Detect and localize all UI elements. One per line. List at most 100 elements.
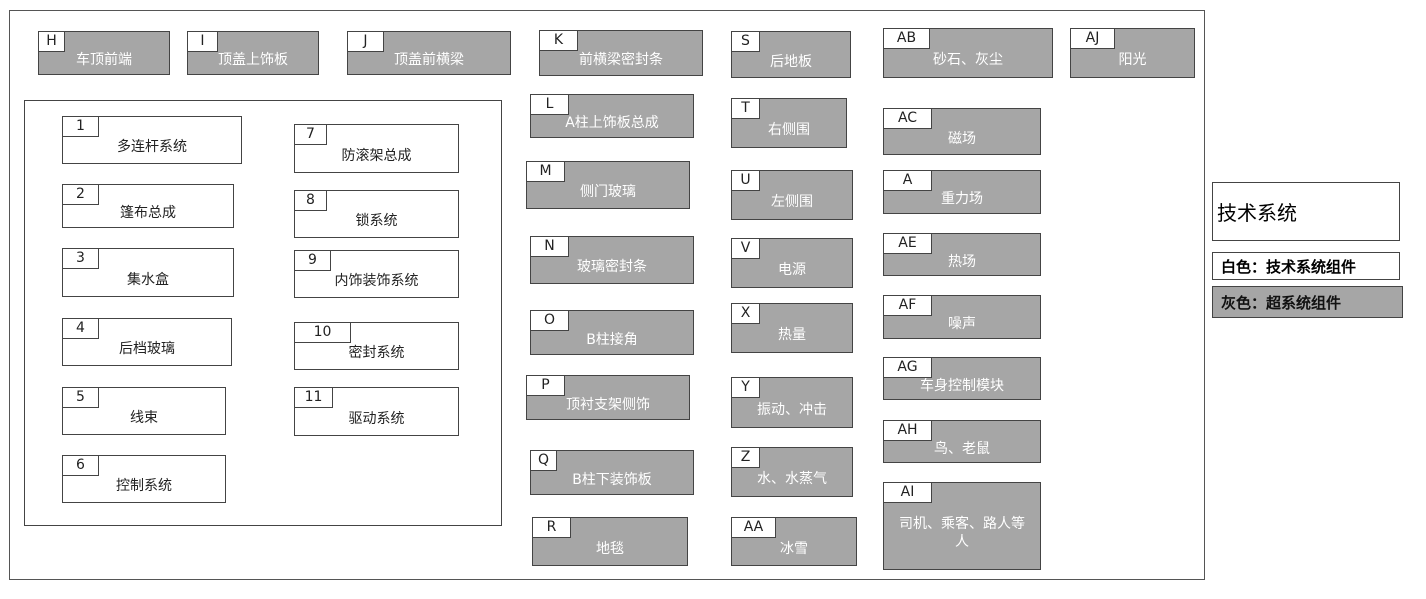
component-label: A柱上饰板总成 xyxy=(565,115,659,131)
super-system-component-t: 右侧围 T xyxy=(731,98,847,148)
component-tag: I xyxy=(188,32,218,52)
component-tag: 6 xyxy=(63,456,99,476)
component-tag: L xyxy=(531,95,569,115)
component-label: 砂石、灰尘 xyxy=(933,52,1003,68)
super-system-component-ac: 磁场 AC xyxy=(883,108,1041,155)
component-label: 侧门玻璃 xyxy=(580,184,636,200)
component-tag: O xyxy=(531,311,569,331)
component-label: 电源 xyxy=(778,262,806,278)
component-label: 集水盒 xyxy=(127,271,169,288)
component-tag: P xyxy=(527,376,565,396)
component-label: 热场 xyxy=(948,253,976,270)
component-tag: N xyxy=(531,237,569,257)
component-label: 右侧围 xyxy=(768,122,810,138)
component-tag: 11 xyxy=(295,388,333,408)
component-tag: 8 xyxy=(295,191,327,211)
technical-system-frame xyxy=(24,100,502,526)
component-label: 内饰装饰系统 xyxy=(334,273,419,289)
component-label: 水、水蒸气 xyxy=(757,471,827,487)
component-tag: 9 xyxy=(295,251,331,271)
component-tag: 5 xyxy=(63,388,99,408)
component-label: 控制系统 xyxy=(116,478,172,494)
component-tag: Z xyxy=(732,448,760,468)
component-tag: Y xyxy=(732,378,760,398)
technical-component-2: 篷布总成 2 xyxy=(62,184,234,228)
component-tag: AH xyxy=(884,421,932,441)
component-label: 地毯 xyxy=(596,540,624,557)
component-tag: 4 xyxy=(63,319,99,339)
component-label: 锁系统 xyxy=(355,213,398,229)
component-label: 噪声 xyxy=(948,316,976,332)
super-system-component-h: 车顶前端 H xyxy=(38,31,170,75)
technical-component-11: 驱动系统 11 xyxy=(294,387,459,436)
super-system-component-m: 侧门玻璃 M xyxy=(526,161,690,209)
component-tag: H xyxy=(39,32,65,52)
component-label: 车顶前端 xyxy=(76,52,132,68)
component-label: 防滚架总成 xyxy=(341,147,412,164)
technical-component-6: 控制系统 6 xyxy=(62,455,226,503)
component-tag: 1 xyxy=(63,117,99,137)
component-tag: AC xyxy=(884,109,932,129)
component-label: 多连杆系统 xyxy=(117,139,187,155)
component-label: 车身控制模块 xyxy=(920,377,1004,394)
component-tag: M xyxy=(527,162,565,182)
technical-component-3: 集水盒 3 xyxy=(62,248,234,297)
component-tag: 2 xyxy=(63,185,99,205)
component-label: 振动、冲击 xyxy=(757,401,827,418)
component-label: 玻璃密封条 xyxy=(577,259,647,275)
component-tag: J xyxy=(348,32,384,52)
component-tag: R xyxy=(533,518,571,538)
component-tag: 10 xyxy=(295,323,351,343)
component-label: 顶盖前横梁 xyxy=(394,52,464,68)
component-label: 热量 xyxy=(778,327,806,343)
super-system-component-j: 顶盖前横梁 J xyxy=(347,31,511,75)
component-label: 驱动系统 xyxy=(348,410,405,427)
component-tag: A xyxy=(884,171,932,191)
component-label: 顶盖上饰板 xyxy=(218,52,288,68)
component-tag: AF xyxy=(884,296,932,316)
component-tag: Q xyxy=(531,451,557,471)
component-tag: AA xyxy=(732,518,776,538)
component-tag: 7 xyxy=(295,125,327,145)
super-system-component-af: 噪声 AF xyxy=(883,295,1041,339)
component-label: 前横梁密封条 xyxy=(579,52,663,68)
super-system-frame xyxy=(9,10,1205,580)
component-label: 顶衬支架侧饰 xyxy=(566,396,650,413)
legend-title: 技术系统 xyxy=(1212,182,1400,241)
component-label: 后地板 xyxy=(770,53,812,70)
technical-component-1: 多连杆系统 1 xyxy=(62,116,242,164)
component-label: B柱下装饰板 xyxy=(572,471,652,488)
component-label: 线束 xyxy=(130,410,158,426)
technical-component-5: 线束 5 xyxy=(62,387,226,435)
component-label: 冰雪 xyxy=(780,540,808,557)
component-label: 司机、乘客、路人等人 xyxy=(899,516,1025,550)
component-tag: AG xyxy=(884,358,932,378)
component-tag: 3 xyxy=(63,249,99,269)
component-tag: AJ xyxy=(1071,29,1115,49)
component-label: 磁场 xyxy=(948,130,976,147)
component-tag: AB xyxy=(884,29,930,49)
component-tag: T xyxy=(732,99,760,119)
technical-component-8: 锁系统 8 xyxy=(294,190,459,238)
super-system-component-n: 玻璃密封条 N xyxy=(530,236,694,284)
component-label: 篷布总成 xyxy=(120,205,176,221)
legend-gray-component: 灰色：超系统组件 xyxy=(1212,286,1403,318)
